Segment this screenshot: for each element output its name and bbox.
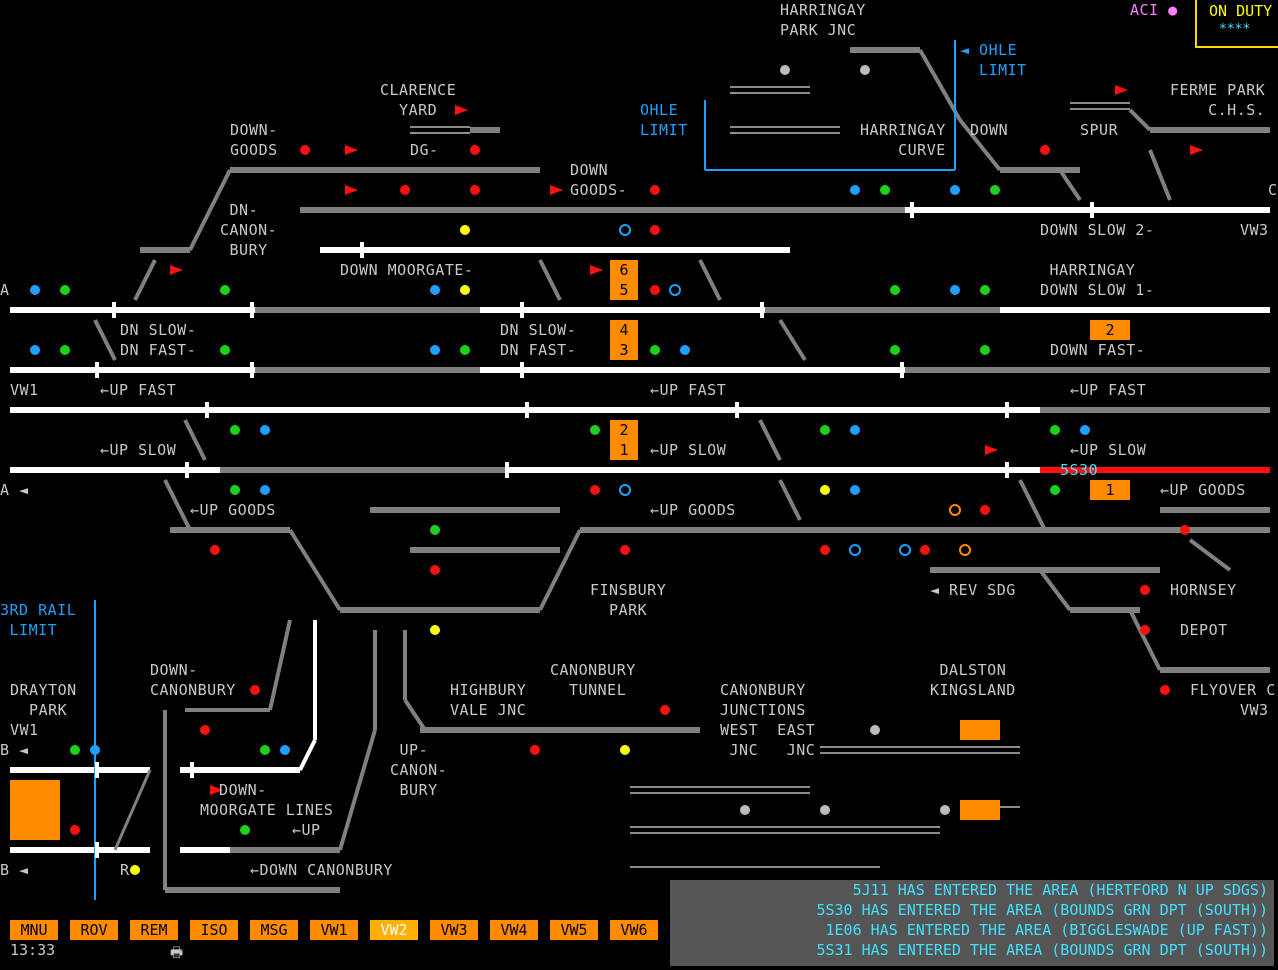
message-line: 5S31 HAS ENTERED THE AREA (BOUNDS GRN DP…	[816, 941, 1268, 959]
label-down-goods-mid: DOWN GOODS-	[570, 161, 628, 199]
berth-1-right[interactable]: 1	[1090, 480, 1130, 500]
message-line: 1E06 HAS ENTERED THE AREA (BIGGLESWADE (…	[825, 921, 1268, 939]
train-headcode[interactable]: 5S30	[1060, 461, 1099, 479]
printer-icon[interactable]: 🖶	[170, 945, 184, 961]
label-up-goods-right: ←UP GOODS	[1160, 481, 1246, 499]
label-depot: DEPOT	[1180, 621, 1228, 639]
berth-6[interactable]: 6	[610, 260, 638, 280]
ohle-limit-mid: OHLE LIMIT	[640, 101, 688, 139]
aci-label: ACI	[1130, 1, 1159, 19]
message-log[interactable]: 5J11 HAS ENTERED THE AREA (HERTFORD N UP…	[670, 880, 1274, 966]
rem-button[interactable]: REM	[130, 920, 178, 940]
signals[interactable]	[30, 65, 1190, 875]
label-down-moorgate-lines: DOWN- MOORGATE LINES	[200, 781, 334, 819]
edge-b-1[interactable]: B ◄	[0, 741, 29, 759]
label-canonbury-tunnel: CANONBURY TUNNEL	[550, 661, 636, 699]
track-segments[interactable]	[10, 40, 1270, 900]
label-vw1-bottom: VW1	[10, 721, 39, 739]
edge-r: R	[120, 861, 130, 879]
label-down-canonbury-a: DOWN- CANONBURY	[150, 661, 236, 699]
label-hornsey: HORNSEY	[1170, 581, 1237, 599]
label-canonbury-junctions: CANONBURY JUNCTIONS WEST EAST JNC JNC	[720, 681, 816, 759]
edge-b-2[interactable]: B ◄	[0, 861, 29, 879]
vw2-button[interactable]: VW2	[370, 920, 418, 940]
vw3-button[interactable]: VW3	[430, 920, 478, 940]
msg-button[interactable]: MSG	[250, 920, 298, 940]
vw4-button[interactable]: VW4	[490, 920, 538, 940]
berth-2-right[interactable]: 2	[1090, 320, 1130, 340]
label-up-fast-left: ←UP FAST	[100, 381, 177, 399]
label-up-slow-mid: ←UP SLOW	[650, 441, 727, 459]
label-up-fast-mid: ←UP FAST	[650, 381, 727, 399]
label-up-fast-right: ←UP FAST	[1070, 381, 1147, 399]
berth-2[interactable]: 2	[610, 420, 638, 440]
label-vw3-top: VW3	[1240, 221, 1269, 239]
aci-indicator: ACI ●	[1130, 1, 1178, 19]
berth-dalston-1[interactable]	[960, 720, 1000, 740]
label-dn-slow-fast-mid: DN SLOW- DN FAST-	[500, 321, 577, 359]
label-highbury-vale: HIGHBURY VALE JNC	[450, 681, 527, 719]
label-up-short: ←UP	[292, 821, 321, 839]
vw5-button[interactable]: VW5	[550, 920, 598, 940]
duty-title: ON DUTY	[1209, 2, 1273, 20]
label-down-slow-2: DOWN SLOW 2-	[1040, 221, 1155, 239]
shunt-signals[interactable]	[170, 85, 1203, 795]
label-harringay-park: HARRINGAY PARK JNC	[780, 1, 866, 39]
ohle-limit-top: ◄ OHLE LIMIT	[960, 41, 1027, 79]
message-line: 5J11 HAS ENTERED THE AREA (HERTFORD N UP…	[852, 881, 1268, 899]
label-dg: DG-	[410, 141, 439, 159]
menu-button[interactable]: MNU	[10, 920, 58, 940]
edge-a-top[interactable]: A	[0, 281, 10, 299]
label-flyover: FLYOVER C	[1190, 681, 1276, 699]
label-vw1: VW1	[10, 381, 39, 399]
berth-5[interactable]: 5	[610, 280, 638, 300]
label-rev-sdg: ◄ REV SDG	[930, 581, 1016, 599]
label-vw3-bottom: VW3	[1240, 701, 1269, 719]
label-drayton-park: DRAYTON PARK	[10, 681, 77, 719]
label-harringay-ds1: HARRINGAY DOWN SLOW 1-	[1040, 261, 1155, 299]
label-dn-slow-fast-left: DN SLOW- DN FAST-	[120, 321, 197, 359]
edge-c-top[interactable]: C	[1268, 181, 1278, 199]
label-ferme-park: FERME PARK C.H.S.	[1170, 81, 1266, 119]
berth-4[interactable]: 4	[610, 320, 638, 340]
label-finsbury-park: FINSBURY PARK	[590, 581, 667, 619]
label-clarence-yard: CLARENCE YARD	[380, 81, 457, 119]
label-up-slow-left: ←UP SLOW	[100, 441, 177, 459]
label-down-moorgate: DOWN MOORGATE-	[340, 261, 474, 279]
vw6-button[interactable]: VW6	[610, 920, 658, 940]
label-down-fast-right: DOWN FAST-	[1050, 341, 1146, 359]
berth-drayton-park[interactable]	[10, 780, 60, 840]
berth-dalston-2[interactable]	[960, 800, 1000, 820]
label-spur: SPUR	[1080, 121, 1119, 139]
vw1-button[interactable]: VW1	[310, 920, 358, 940]
label-down-top: DOWN	[970, 121, 1009, 139]
label-dalston: DALSTON KINGSLAND	[930, 661, 1016, 699]
message-line: 5S30 HAS ENTERED THE AREA (BOUNDS GRN DP…	[816, 901, 1268, 919]
clock: 13:33	[10, 941, 56, 959]
label-dn-canonbury: DN- CANON- BURY	[220, 201, 278, 259]
label-down-canonbury-b: ←DOWN CANONBURY	[250, 861, 393, 879]
third-rail-limit: 3RD RAIL LIMIT	[0, 601, 77, 639]
berth-3[interactable]: 3	[610, 340, 638, 360]
edge-a-bottom[interactable]: A ◄	[0, 481, 29, 499]
label-up-goods-mid: ←UP GOODS	[650, 501, 736, 519]
label-down-goods-left: DOWN- GOODS	[230, 121, 278, 159]
label-up-canonbury: UP- CANON- BURY	[390, 741, 448, 799]
duty-value: ****	[1219, 22, 1251, 37]
berth-1[interactable]: 1	[610, 440, 638, 460]
label-up-goods-left: ←UP GOODS	[190, 501, 276, 519]
label-up-slow-right: ←UP SLOW	[1070, 441, 1147, 459]
label-harringay-curve: HARRINGAY CURVE	[860, 121, 946, 159]
iso-button[interactable]: ISO	[190, 920, 238, 940]
rov-button[interactable]: ROV	[70, 920, 118, 940]
duty-status[interactable]: ON DUTY ****	[1195, 0, 1278, 48]
